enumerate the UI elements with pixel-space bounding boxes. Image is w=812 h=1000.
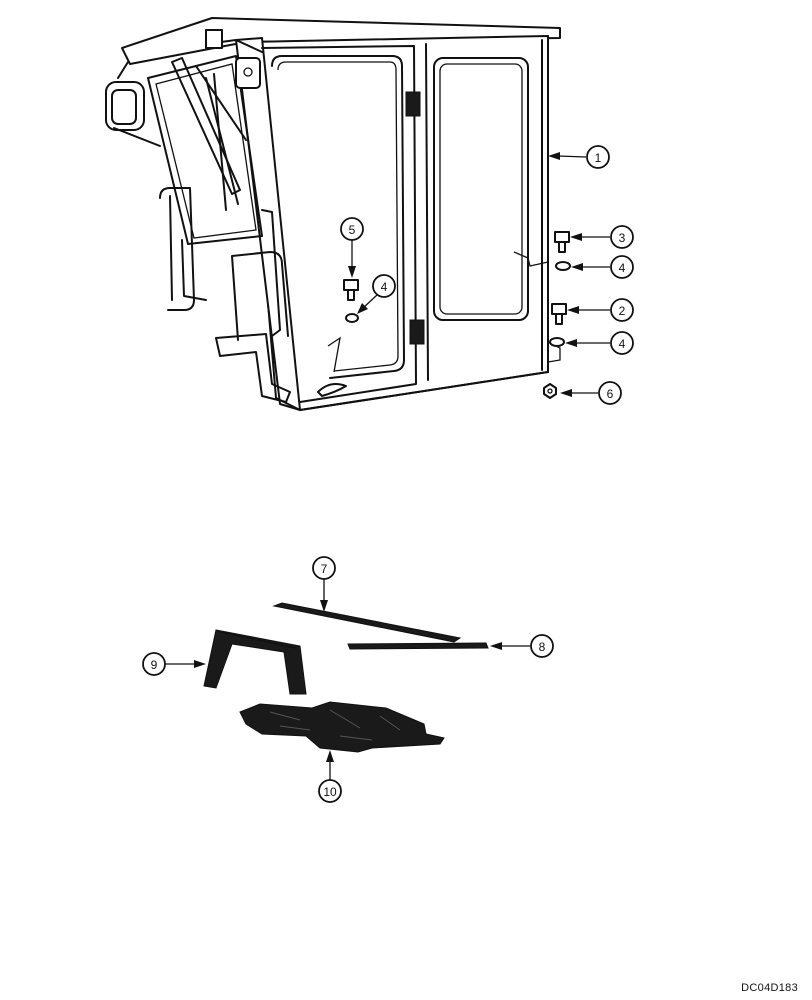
washer-4-door [345,313,359,323]
callout-2-label: 2 [619,304,626,318]
door-handle [317,383,347,397]
bolt-2 [551,303,567,325]
callout-4-lower-label: 4 [619,337,626,351]
callout-4-door: 4 [357,274,396,314]
callout-2: 2 [567,298,634,322]
callout-4-door-label: 4 [381,280,388,294]
floor-mat-10 [239,701,445,753]
callout-7-label: 7 [321,562,328,576]
callout-1-label: 1 [595,151,602,165]
rear-side-window [433,57,529,321]
washer-4-upper [555,261,571,271]
callout-10-label: 10 [323,785,337,799]
callout-1: 1 [548,145,610,169]
bolt-5 [343,279,359,301]
callout-6-label: 6 [607,387,614,401]
drawing-reference: DC04D183 [741,982,798,994]
callout-9: 9 [142,652,206,676]
callout-3: 3 [570,225,634,249]
callout-4-lower: 4 [565,331,634,355]
washer-4-lower [549,337,565,347]
callout-4-upper-label: 4 [619,261,626,275]
callout-9-label: 9 [151,658,158,672]
callout-8: 8 [490,634,554,658]
callout-5: 5 [340,217,364,278]
door-hinge-lower [409,319,425,345]
side-mirror [105,61,161,147]
callout-5-label: 5 [349,223,356,237]
wiper-assembly [171,29,263,211]
callout-4-upper: 4 [571,255,634,279]
cab-roof [121,17,561,65]
grab-rail [169,195,207,301]
callout-3-label: 3 [619,231,626,245]
door-hinge-upper [405,91,421,117]
bolt-3 [554,231,570,253]
seal-9 [203,629,307,695]
seal-strip-8 [347,642,489,650]
callout-6: 6 [560,381,622,405]
nut-6 [543,383,557,399]
callout-7: 7 [312,556,336,612]
cab-assembly [105,17,561,411]
seal-strip-7 [272,602,462,643]
callout-8-label: 8 [539,640,546,654]
callout-10: 10 [318,750,342,803]
